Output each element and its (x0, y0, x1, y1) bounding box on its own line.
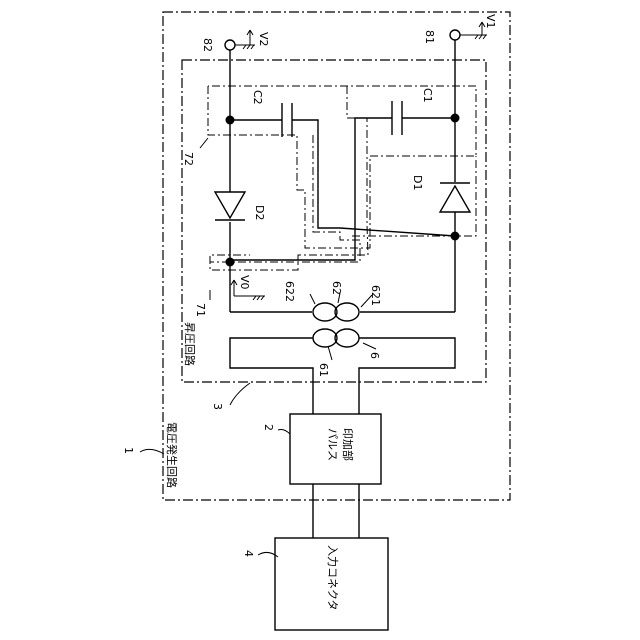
v2-ground-hatch (243, 45, 254, 49)
label-3: 3 (211, 403, 224, 410)
title-booster: 昇圧回路 (183, 322, 196, 366)
leader-61 (328, 346, 332, 360)
coil-62-b (335, 303, 359, 321)
label-81: 81 (423, 30, 436, 44)
label-61: 61 (317, 363, 330, 377)
label-4: 4 (242, 550, 255, 557)
coil-61-b (335, 329, 359, 347)
label-c2: C2 (251, 90, 264, 105)
c2-lead-right (292, 120, 340, 228)
input-connector-text: 入力コネクタ (326, 545, 339, 611)
label-d2: D2 (253, 205, 266, 220)
coil-62-a (313, 303, 337, 321)
label-1: 1 (122, 447, 135, 454)
terminal-81 (450, 30, 460, 40)
label-621: 621 (369, 285, 382, 306)
label-v1: V1 (484, 14, 497, 29)
node-left-top (226, 116, 235, 125)
label-62: 62 (330, 281, 343, 295)
label-622: 622 (283, 281, 296, 302)
label-82: 82 (201, 38, 214, 52)
block-72-boundary (208, 86, 476, 248)
leader-2 (278, 430, 290, 435)
v0-ground-hatch (253, 296, 264, 300)
label-6: 6 (368, 352, 381, 359)
voltage-generation-boundary (163, 12, 510, 500)
label-2: 2 (262, 424, 275, 431)
node-left-v0 (226, 258, 235, 267)
block-71-boundary-b (210, 135, 360, 262)
leader-1 (140, 449, 164, 454)
label-v0: V0 (238, 275, 251, 290)
title-voltage-generation: 電圧発生回路 (165, 422, 179, 488)
block-71-boundary-c (352, 156, 476, 236)
leader-3 (230, 383, 250, 405)
terminal-82 (225, 40, 235, 50)
leader-72 (200, 138, 208, 148)
d1-diode (440, 186, 470, 212)
pulse-unit-text-1: パルス (326, 428, 339, 461)
label-71: 71 (194, 303, 207, 317)
pulse-unit-text-2: 印加部 (341, 428, 355, 461)
leader-6 (363, 343, 376, 349)
label-d1: D1 (411, 175, 424, 190)
node-right-bottom (451, 232, 460, 241)
d2-diode (215, 192, 245, 218)
primary-loop-right (359, 338, 455, 414)
leader-622 (310, 294, 315, 304)
label-72: 72 (182, 152, 195, 166)
block-71-boundary (210, 86, 368, 270)
node-right-top (451, 114, 460, 123)
booster-boundary (182, 60, 486, 382)
primary-loop (230, 338, 313, 414)
coil-61-a (313, 329, 337, 347)
wire-cross-right (340, 228, 455, 236)
label-v2: V2 (257, 32, 270, 47)
v1-ground-hatch (475, 35, 486, 39)
label-c1: C1 (421, 88, 434, 103)
